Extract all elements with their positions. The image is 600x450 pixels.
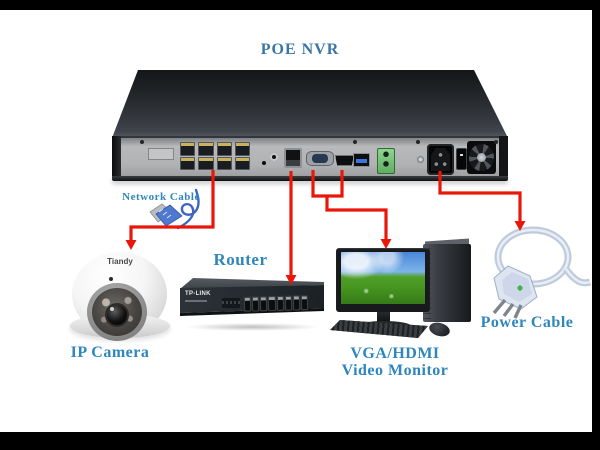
power-cable-label: Power Cable [480, 314, 574, 331]
poe-port-icon [198, 142, 214, 156]
router-device: TP-LINK [178, 276, 326, 324]
ip-camera-label: IP Camera [70, 344, 150, 361]
audio-jack-icon [262, 161, 266, 165]
poe-port-icon [216, 156, 232, 170]
poe-port-icon [198, 156, 214, 170]
plug-led-icon [517, 285, 523, 291]
nvr-top-face [112, 70, 508, 138]
ground-screw-icon [417, 156, 424, 163]
nvr-right-cap [499, 136, 508, 176]
monitor-label-line1: VGA/HDMI [350, 345, 440, 362]
router-brand: TP-LINK [185, 291, 211, 297]
poe-port-icon [234, 142, 250, 156]
power-cable-icon [492, 226, 592, 319]
fan-hub-icon [477, 153, 486, 162]
nvr-base-edge [112, 176, 508, 181]
router-port-icon [292, 295, 301, 311]
nvr-fan [467, 141, 496, 174]
poe-port-icon [180, 142, 196, 156]
ip-camera-brand: Tiandy [107, 257, 133, 266]
audio-jack-icon [270, 153, 278, 161]
monitor-screen [341, 252, 425, 304]
poe-port-icon [180, 156, 196, 170]
router-port-icon [300, 295, 309, 311]
network-cable-label: Network Cable [122, 191, 200, 203]
letterbox-top [0, 0, 600, 10]
monitor-stand-neck [377, 312, 390, 323]
nvr-panel-marking [148, 148, 174, 160]
router-port-icon [243, 296, 252, 312]
nvr-device [110, 68, 510, 184]
screw-icon [416, 140, 420, 144]
poe-port-icon [216, 142, 232, 156]
ip-camera-sensor-icon [109, 277, 113, 281]
router-port-icon [251, 296, 260, 312]
plug-prong-icon [492, 298, 507, 315]
mouse-icon [427, 320, 452, 339]
nvr-left-cap [112, 136, 121, 176]
router-top-face [180, 278, 324, 289]
screw-icon [353, 140, 357, 144]
letterbox-right [592, 0, 600, 450]
nvr-rs485-terminal [377, 148, 395, 174]
router-ports [243, 295, 309, 312]
router-port-icon [284, 295, 292, 311]
monitor-label-line2: Video Monitor [341, 362, 449, 379]
pc-tower [423, 244, 471, 322]
ip-camera-lens-icon [105, 303, 129, 327]
arrowhead-camera [125, 240, 137, 250]
router-bottom-edge [180, 308, 324, 316]
nvr-power-switch [456, 148, 467, 170]
router-label: Router [213, 250, 268, 269]
poe-port-icon [234, 156, 250, 170]
screw-icon [140, 140, 144, 144]
arrowhead-power [514, 221, 526, 231]
router-led-block [222, 298, 240, 308]
nvr-hdmi-port [335, 155, 354, 166]
router-port-icon [276, 295, 284, 311]
diagram-title: POE NVR [260, 41, 340, 58]
letterbox-bottom [0, 432, 600, 450]
nvr-power-inlet [427, 144, 454, 175]
router-shadow [185, 323, 320, 331]
nvr-poe-ports [180, 142, 250, 170]
router-port-icon [268, 296, 276, 312]
screw-icon [494, 140, 498, 144]
router-model-marking [185, 300, 207, 302]
nvr-usb-port [353, 153, 370, 167]
nvr-lan-port [284, 148, 302, 168]
router-port-icon [260, 296, 268, 312]
arrow-video-to-monitor [325, 196, 388, 240]
ip-camera-lens-glint [110, 307, 114, 311]
nvr-vga-port [306, 151, 334, 166]
